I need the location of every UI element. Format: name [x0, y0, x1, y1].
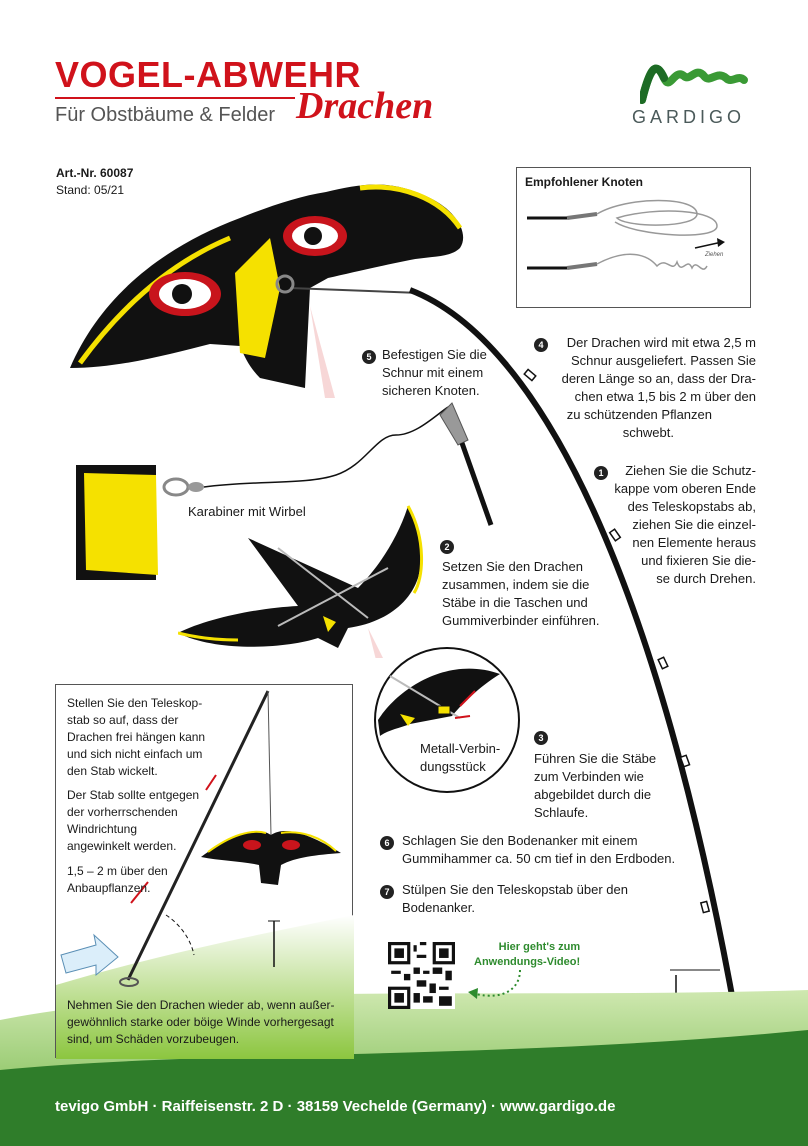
step-1-line: kappe vom oberen Ende: [614, 481, 756, 496]
step-4-badge: 4: [534, 338, 548, 352]
left-box-line: 1,5 – 2 m über den: [67, 864, 168, 878]
qr-code[interactable]: [388, 942, 455, 1009]
left-box-paragraph-1: Stellen Sie den Teleskop- stab so auf, d…: [67, 695, 205, 780]
gardigo-logo-icon: [640, 64, 748, 104]
step-3-line: abgebildet durch die: [534, 787, 652, 802]
step-2-line: zusammen, indem sie die: [442, 577, 590, 592]
brand-name: GARDIGO: [632, 107, 746, 127]
left-instruction-box: Stellen Sie den Teleskop- stab so auf, d…: [55, 684, 354, 1059]
step-3-line: Führen Sie die Stäbe: [534, 751, 657, 766]
left-box-line: Anbaupflanzen.: [67, 881, 151, 895]
line-and-carabiner-illustration: [76, 402, 494, 580]
left-box-line: der vorherrschenden: [67, 805, 178, 819]
step-4-line: deren Länge so an, dass der Dra-: [561, 371, 756, 386]
left-box-line: Der Stab sollte entgegen: [67, 788, 200, 802]
step-4-line: chen etwa 1,5 bis 2 m über den: [574, 389, 756, 404]
step-6-line: Schlagen Sie den Bodenanker mit einem: [402, 833, 638, 848]
step-7-line: Stülpen Sie den Teleskopstab über den: [402, 882, 628, 897]
step-2-badge: 2: [440, 540, 454, 554]
step-3-line: zum Verbinden wie: [534, 769, 644, 784]
step-4-line: schwebt.: [622, 425, 674, 440]
step-7-text: Stülpen Sie den Teleskopstab über den Bo…: [402, 881, 628, 917]
left-box-line: angewinkelt werden.: [67, 839, 177, 853]
step-1-text: Ziehen Sie die Schutz- kappe vom oberen …: [600, 462, 756, 588]
video-link-line: Anwendungs-Video!: [474, 956, 581, 968]
revision-date: Stand: 05/21: [56, 183, 125, 197]
step-4-line: zu schützenden Pflanzen: [566, 407, 712, 422]
step-5-text: Befestigen Sie die Schnur mit einem sich…: [382, 346, 487, 400]
connector-detail-illustration: [374, 647, 520, 793]
step-6-line: Gummihammer ca. 50 cm tief in den Erdbod…: [402, 851, 676, 866]
knot-arrow-label: Ziehen: [705, 252, 724, 258]
left-box-line: Stellen Sie den Teleskop-: [67, 696, 203, 710]
metal-connector-label: Metall-Verbin- dungsstück: [420, 740, 500, 776]
left-box-paragraph-2: Der Stab sollte entgegen der vorherrsche…: [67, 787, 199, 855]
step-3-line: Schlaufe.: [534, 805, 589, 820]
title: VOGEL-ABWEHR: [55, 54, 361, 95]
footer-address: tevigo GmbH · Raiffeisenstr. 2 D · 38159…: [55, 1098, 616, 1115]
knot-box: Empfohlener Knoten Ziehen: [516, 167, 751, 308]
step-1-line: se durch Drehen.: [656, 571, 756, 586]
step-6-badge: 6: [380, 836, 394, 850]
step-1-line: ziehen Sie die einzel-: [632, 517, 756, 532]
step-1-line: nen Elemente heraus: [632, 535, 756, 550]
left-box-line: und sich nicht einfach um: [67, 747, 203, 761]
pole-setup-illustration: [56, 690, 354, 1059]
article-number: Art.-Nr. 60087: [56, 166, 134, 180]
step-5-line: sicheren Knoten.: [382, 383, 480, 398]
metal-connector-line: Metall-Verbin-: [420, 741, 501, 756]
metal-connector-line: dungsstück: [420, 759, 486, 774]
left-box-paragraph-3: 1,5 – 2 m über den Anbaupflanzen.: [67, 863, 168, 897]
kite-illustration: [70, 181, 464, 398]
video-link-line: Hier geht's zum: [498, 941, 581, 953]
step-4-line: Der Drachen wird mit etwa 2,5 m: [566, 335, 756, 350]
left-box-paragraph-4: Nehmen Sie den Drachen wieder ab, wenn a…: [67, 997, 345, 1048]
left-box-line: Drachen frei hängen kann: [67, 730, 206, 744]
step-1-line: Ziehen Sie die Schutz-: [625, 463, 756, 478]
left-box-line: stab so auf, dass der: [67, 713, 179, 727]
step-5-line: Schnur mit einem: [382, 365, 484, 380]
dotted-arrow-icon: [468, 969, 521, 999]
left-box-line: gewöhnlich starke oder böige Winde vorhe…: [67, 1015, 334, 1029]
left-box-line: den Stab wickelt.: [67, 764, 158, 778]
step-7-line: Bodenanker.: [402, 900, 476, 915]
step-7-badge: 7: [380, 885, 394, 899]
left-box-line: Nehmen Sie den Drachen wieder ab, wenn a…: [67, 998, 335, 1012]
video-link[interactable]: Hier geht's zum Anwendungs-Video!: [474, 940, 580, 970]
step-5-badge: 5: [362, 350, 376, 364]
knot-diagram: [527, 199, 725, 270]
subtitle: Für Obstbäume & Felder: [55, 104, 276, 126]
step-4-line: Schnur ausgeliefert. Passen Sie: [571, 353, 756, 368]
step-2-text: Setzen Sie den Drachen zusammen, indem s…: [442, 558, 600, 630]
step-3-badge: 3: [534, 731, 548, 745]
step-1-line: und fixieren Sie die-: [641, 553, 756, 568]
knot-title: Empfohlener Knoten: [525, 175, 644, 189]
step-4-text: Der Drachen wird mit etwa 2,5 m Schnur a…: [554, 334, 756, 442]
left-box-line: sind, um Schäden vorzubeugen.: [67, 1032, 240, 1046]
step-2-line: Gummiverbinder einführen.: [442, 613, 600, 628]
kite-assembly-illustration: [178, 505, 423, 658]
step-2-line: Setzen Sie den Drachen: [442, 559, 583, 574]
title-script: Drachen: [296, 85, 434, 127]
carabiner-label: Karabiner mit Wirbel: [188, 504, 306, 519]
step-3-text: Führen Sie die Stäbe zum Verbinden wie a…: [534, 750, 656, 822]
step-6-text: Schlagen Sie den Bodenanker mit einem Gu…: [402, 832, 675, 868]
step-5-line: Befestigen Sie die: [382, 347, 487, 362]
title-divider: [55, 97, 295, 99]
step-2-line: Stäbe in die Taschen und: [442, 595, 588, 610]
step-1-badge: 1: [594, 466, 608, 480]
step-1-line: des Teleskopstabs ab,: [627, 499, 756, 514]
left-box-line: Windrichtung: [67, 822, 138, 836]
